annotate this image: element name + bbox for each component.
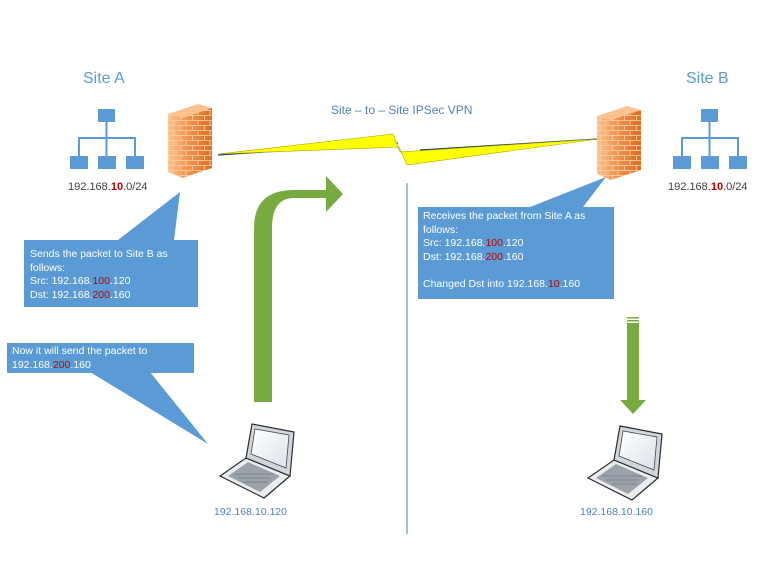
vpn-tunnel — [217, 133, 599, 166]
callout-site-b-text: Receives the packet from Site A as follo… — [423, 210, 586, 290]
callout-site-a-text: Sends the packet to Site B as follows: S… — [30, 248, 168, 301]
site-a-subnet: 192.168.10.0/24 — [68, 181, 148, 193]
down-arrow-icon — [620, 317, 646, 414]
firewall-icon — [597, 106, 641, 180]
vpn-label: Site – to – Site IPSec VPN — [331, 103, 473, 117]
laptop-icon — [218, 423, 295, 499]
callout-host-a-text: Now it will send the packet to 192.168.2… — [12, 345, 148, 371]
callout-site-a — [24, 192, 198, 307]
network-tree-icon — [673, 109, 747, 169]
callout-host-a — [7, 343, 208, 444]
lightning-bolt-icon — [217, 133, 599, 166]
site-b-title: Site B — [686, 70, 729, 87]
curved-arrow-icon — [254, 176, 343, 402]
site-a-title: Site A — [83, 70, 125, 87]
host-b-ip: 192.168.10.160 — [580, 506, 653, 518]
host-a-ip: 192.168.10.120 — [214, 506, 287, 518]
callout-site-b — [418, 177, 614, 299]
firewall-icon — [168, 104, 212, 178]
network-tree-icon — [70, 109, 144, 169]
laptop-icon — [586, 425, 663, 501]
site-b-subnet: 192.168.10.0/24 — [668, 181, 748, 193]
